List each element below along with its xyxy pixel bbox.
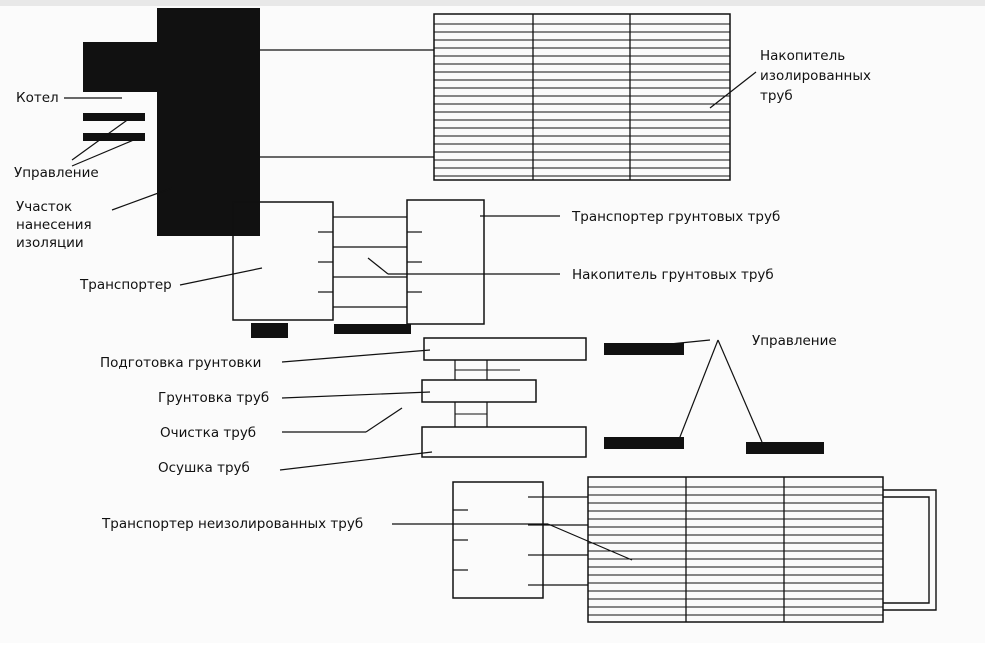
return-loop-frame <box>883 489 937 611</box>
control-bar-transporter <box>251 323 288 338</box>
control-bars-left <box>83 113 145 141</box>
insulation-station-block <box>83 8 260 236</box>
uninsulated-pipe-storage-grid <box>587 476 884 623</box>
label-kotel: Котел <box>16 90 59 106</box>
transporter-links <box>333 216 407 308</box>
label-osushka: Осушка труб <box>158 460 250 476</box>
uninsulated-pipe-transporter <box>452 481 544 599</box>
label-transporter-neizol: Транспортер неизолированных труб <box>101 516 363 532</box>
label-nakopitel-izol-1: Накопитель <box>760 48 845 64</box>
label-upravlenie-left: Управление <box>14 165 99 181</box>
control-bars-right <box>604 343 824 454</box>
primed-pipe-transporter <box>232 201 334 321</box>
label-nakopitel-izol-3: труб <box>760 88 793 104</box>
label-uchastok-3: изоляции <box>16 235 84 251</box>
label-gruntovka: Грунтовка труб <box>158 390 269 406</box>
label-nakopitel-izol-2: изолированных <box>760 68 871 84</box>
label-uchastok-1: Участок <box>16 199 72 215</box>
priming-unit-stack <box>421 337 587 458</box>
background-bleed-text <box>0 0 985 6</box>
primed-pipe-storage <box>406 199 485 325</box>
label-nakopitel-gruntovyh: Накопитель грунтовых труб <box>572 267 774 283</box>
label-transporter: Транспортер <box>79 277 172 293</box>
label-ochistka: Очистка труб <box>160 425 256 441</box>
labels: Котел Управление Участок нанесения изоля… <box>14 48 871 532</box>
insulated-pipe-storage-grid <box>433 13 731 181</box>
leader-lines <box>64 71 763 561</box>
uninsulated-transporter-links <box>543 496 588 586</box>
label-podgotovka: Подготовка грунтовки <box>100 355 261 371</box>
label-uchastok-2: нанесения <box>16 217 92 233</box>
control-bar-storage <box>334 324 411 334</box>
label-transporter-gruntovyh: Транспортер грунтовых труб <box>571 209 780 225</box>
label-upravlenie-right: Управление <box>752 333 837 349</box>
